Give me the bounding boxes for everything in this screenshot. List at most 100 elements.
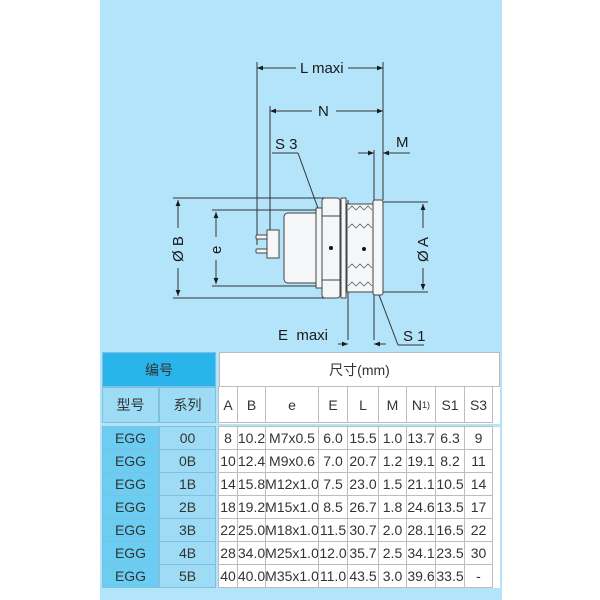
- cell-s3: 30: [464, 541, 493, 565]
- cell-n: 28.1: [406, 518, 436, 542]
- cell-b: 12.4: [237, 449, 266, 473]
- header-dimensions: 尺寸(mm): [219, 352, 500, 387]
- header-code: 编号: [102, 352, 216, 387]
- cell-m: 1.0: [378, 426, 407, 450]
- cell-series: 0B: [159, 449, 216, 473]
- header-model: 型号: [102, 387, 159, 423]
- cell-model: EGG: [102, 449, 159, 473]
- cell-e: 7.0: [318, 449, 348, 473]
- col-b: B: [237, 386, 266, 423]
- col-e-thread: e: [265, 386, 319, 423]
- cell-m: 1.2: [378, 449, 407, 473]
- cell-n: 21.1: [406, 472, 436, 496]
- cell-model: EGG: [102, 426, 159, 450]
- cell-n: 19.1: [406, 449, 436, 473]
- cell-l: 23.0: [347, 472, 379, 496]
- cell-s1: 8.2: [435, 449, 465, 473]
- label-n: N: [318, 103, 329, 120]
- cell-model: EGG: [102, 518, 159, 542]
- cell-s3: 17: [464, 495, 493, 519]
- cell-b: 40.0: [237, 564, 266, 588]
- connector-dimension-drawing: L maxi N M S 3 S 1 E maxi Ø B e Ø A: [170, 60, 432, 347]
- cell-e: M15x1.0: [265, 495, 319, 519]
- col-m: M: [378, 386, 407, 423]
- cell-s1: 23.5: [435, 541, 465, 565]
- cell-a: 8: [218, 426, 238, 450]
- cell-b: 10.2: [237, 426, 266, 450]
- cell-model: EGG: [102, 472, 159, 496]
- cell-s3: 11: [464, 449, 493, 473]
- cell-l: 43.5: [347, 564, 379, 588]
- cell-s1: 33.5: [435, 564, 465, 588]
- cell-s1: 13.5: [435, 495, 465, 519]
- cell-a: 22: [218, 518, 238, 542]
- label-s3: S 3: [275, 136, 298, 153]
- cell-e: M35x1.0: [265, 564, 319, 588]
- cell-e: M12x1.0: [265, 472, 319, 496]
- cell-l: 15.5: [347, 426, 379, 450]
- cell-s3: 14: [464, 472, 493, 496]
- table-id-header: 编号 型号 系列: [102, 352, 216, 423]
- cell-s3: 22: [464, 518, 493, 542]
- cell-s1: 10.5: [435, 472, 465, 496]
- cell-m: 1.8: [378, 495, 407, 519]
- cell-n: 39.6: [406, 564, 436, 588]
- cell-series: 4B: [159, 541, 216, 565]
- cell-e: 7.5: [318, 472, 348, 496]
- cell-model: EGG: [102, 495, 159, 519]
- cell-e: M18x1.0: [265, 518, 319, 542]
- cell-e: 11.5: [318, 518, 348, 542]
- cell-m: 3.0: [378, 564, 407, 588]
- cell-a: 10: [218, 449, 238, 473]
- cell-e: 12.0: [318, 541, 348, 565]
- cell-model: EGG: [102, 564, 159, 588]
- cell-n: 24.6: [406, 495, 436, 519]
- cell-s3: 9: [464, 426, 493, 450]
- cell-s1: 6.3: [435, 426, 465, 450]
- cell-l: 26.7: [347, 495, 379, 519]
- label-e-maxi: E maxi: [278, 327, 328, 344]
- cell-e: 6.0: [318, 426, 348, 450]
- cell-n: 34.1: [406, 541, 436, 565]
- label-diam-b: Ø B: [170, 236, 187, 262]
- cell-m: 2.0: [378, 518, 407, 542]
- cell-series: 00: [159, 426, 216, 450]
- cell-e: 11.0: [318, 564, 348, 588]
- col-a: A: [218, 386, 238, 423]
- cell-b: 34.0: [237, 541, 266, 565]
- cell-b: 19.2: [237, 495, 266, 519]
- cell-m: 1.5: [378, 472, 407, 496]
- label-e: e: [208, 246, 225, 254]
- label-s1: S 1: [403, 328, 426, 345]
- col-s1: S1: [435, 386, 465, 423]
- cell-n: 13.7: [406, 426, 436, 450]
- col-s3: S3: [464, 386, 493, 423]
- cell-a: 28: [218, 541, 238, 565]
- cell-series: 3B: [159, 518, 216, 542]
- col-l: L: [347, 386, 379, 423]
- cell-l: 30.7: [347, 518, 379, 542]
- cell-model: EGG: [102, 541, 159, 565]
- header-series: 系列: [159, 387, 216, 423]
- label-m: M: [396, 134, 409, 151]
- cell-e: M7x0.5: [265, 426, 319, 450]
- cell-e: 8.5: [318, 495, 348, 519]
- cell-b: 15.8: [237, 472, 266, 496]
